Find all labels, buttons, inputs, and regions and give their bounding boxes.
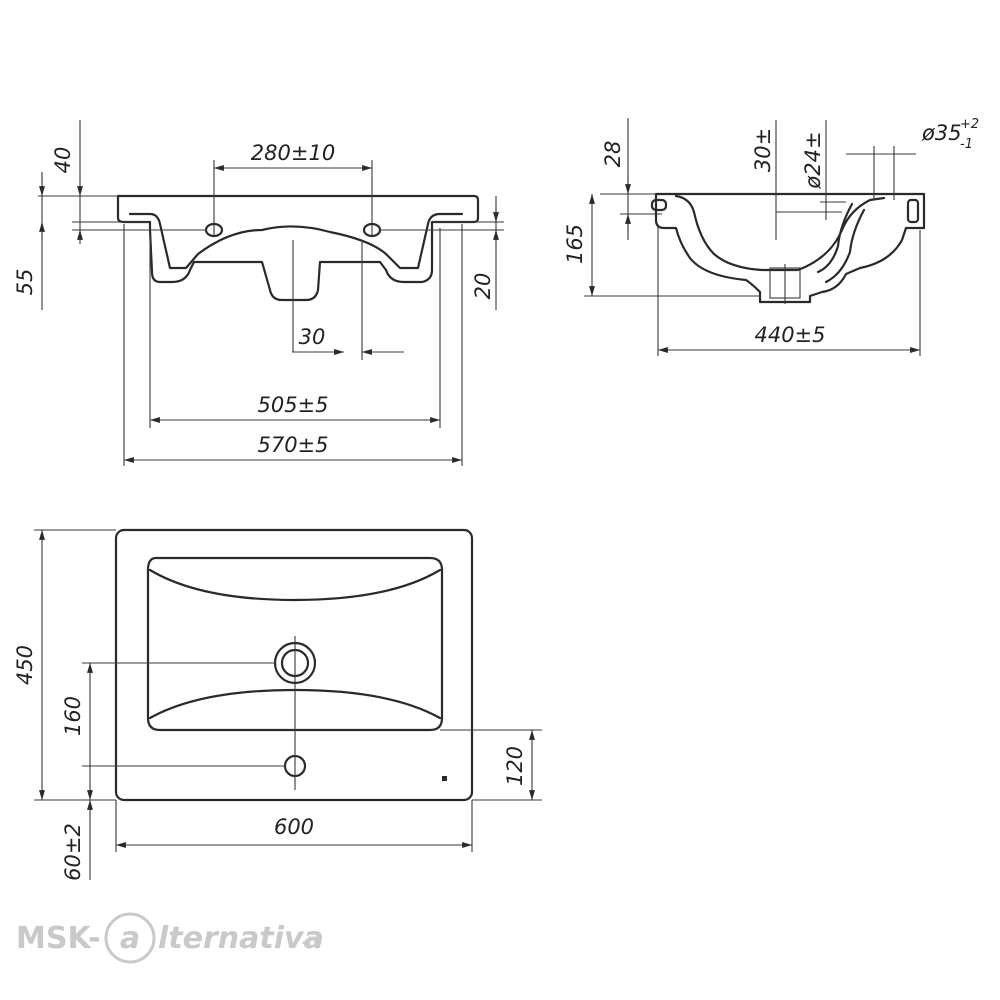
dim-inner-width: 505±5 bbox=[257, 393, 328, 417]
watermark: MSK- a lternativa .ru bbox=[16, 912, 324, 964]
watermark-prefix: MSK- bbox=[16, 921, 101, 956]
dim-drain-pos: 160 bbox=[61, 696, 85, 736]
dim-rim: 28 bbox=[601, 141, 625, 168]
dim-top-width: 600 bbox=[274, 815, 314, 839]
side-view: 28 165 30± ø24± ø35 +2 -1 440±5 bbox=[563, 117, 979, 356]
top-view: 450 160 60±2 120 600 bbox=[13, 528, 542, 881]
top-marker bbox=[442, 776, 447, 781]
side-basin-outline bbox=[654, 192, 926, 304]
dim-tap-pos: 120 bbox=[503, 746, 527, 786]
dim-drain-offset: 30 bbox=[299, 325, 326, 349]
watermark-tld: .ru bbox=[302, 933, 323, 948]
dim-drain-dia-tol-lower: -1 bbox=[960, 137, 973, 152]
top-basin-outline bbox=[114, 528, 474, 802]
dim-hole-spacing: 280±10 bbox=[251, 141, 335, 165]
dim-depth: 440±5 bbox=[754, 323, 825, 347]
dim-overflow-dia: ø24± bbox=[801, 131, 825, 189]
dim-right-height: 20 bbox=[471, 273, 495, 300]
dim-outer-width: 570±5 bbox=[257, 433, 328, 457]
dim-drain-dia-tol-upper: +2 bbox=[960, 117, 979, 132]
dim-top-depth: 450 bbox=[13, 645, 37, 685]
dim-overflow-height: 30± bbox=[751, 128, 775, 172]
top-bowl-back-curve bbox=[148, 568, 442, 602]
side-rear-slot bbox=[906, 198, 920, 224]
side-bowl-inner bbox=[674, 194, 886, 272]
watermark-suffix: lternativa bbox=[158, 921, 324, 956]
dim-height: 165 bbox=[563, 224, 587, 264]
front-view: 280±10 40 55 20 30 505±5 570±5 bbox=[13, 120, 504, 466]
watermark-letter: a bbox=[120, 921, 140, 956]
dim-overall-height: 55 bbox=[13, 269, 37, 296]
watermark-at-icon bbox=[104, 912, 156, 964]
dim-drain-dia: ø35 bbox=[921, 121, 962, 145]
front-basin-outline bbox=[116, 194, 480, 302]
top-bowl-outline bbox=[146, 556, 444, 732]
side-overflow-channel bbox=[816, 202, 866, 284]
front-bowl-inner bbox=[128, 212, 464, 270]
side-rim-slot bbox=[650, 198, 668, 212]
dim-top-thickness: 40 bbox=[51, 147, 75, 174]
dim-rear-offset: 60±2 bbox=[61, 823, 85, 881]
